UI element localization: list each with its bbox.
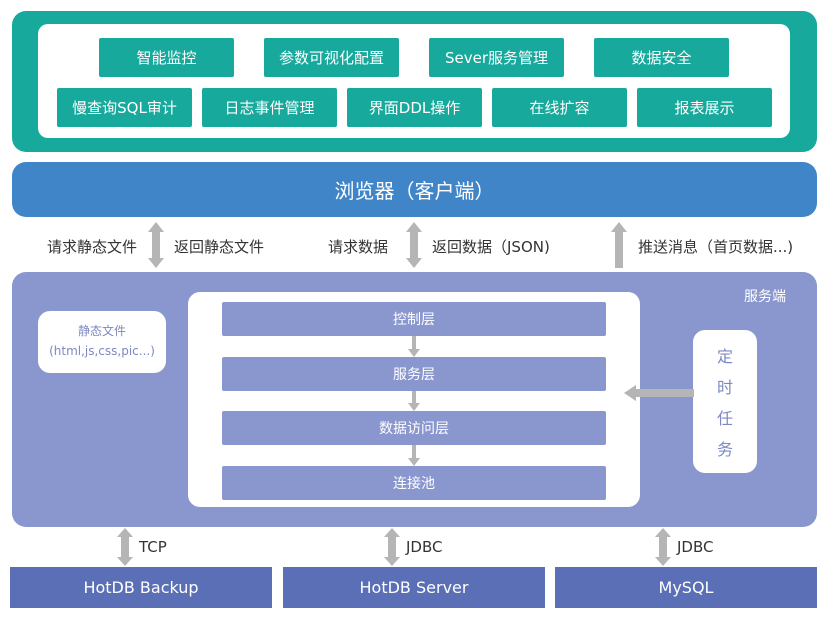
- feature-online-scaling: 在线扩容: [492, 88, 627, 127]
- static-files-detail: (html,js,css,pic...): [49, 344, 155, 358]
- feature-data-security: 数据安全: [594, 38, 729, 77]
- scheduled-task-char: 定: [716, 347, 733, 367]
- feature-server-management: Sever服务管理: [429, 38, 564, 77]
- server-title: 服务端: [744, 289, 786, 305]
- feature-parameter-config: 参数可视化配置: [264, 38, 399, 77]
- flow-label-return-data: 返回数据（JSON): [432, 238, 550, 256]
- db-mysql: MySQL: [555, 567, 817, 608]
- scheduled-task-box: 定 时 任 务: [693, 330, 757, 473]
- feature-log-event-management: 日志事件管理: [202, 88, 337, 127]
- flow-label-request-static: 请求静态文件: [47, 238, 138, 256]
- layer-connection-pool: 连接池: [222, 466, 606, 500]
- browser-client-bar: 浏览器（客户端）: [12, 162, 817, 217]
- flow-label-push-message: 推送消息（首页数据...): [638, 238, 794, 256]
- protocol-label-tcp: TCP: [139, 538, 167, 556]
- layer-data-access: 数据访问层: [222, 411, 606, 445]
- protocol-label-jdbc: JDBC: [406, 538, 443, 556]
- feature-slow-query-audit: 慢查询SQL审计: [57, 88, 192, 127]
- feature-smart-monitoring: 智能监控: [99, 38, 234, 77]
- double-arrow-icon: [148, 222, 164, 268]
- feature-report-display: 报表展示: [637, 88, 772, 127]
- static-files-box: 静态文件 (html,js,css,pic...): [38, 311, 166, 373]
- feature-ddl-operation: 界面DDL操作: [347, 88, 482, 127]
- up-arrow-icon: [611, 222, 627, 268]
- down-arrow-icon: [408, 391, 420, 411]
- down-arrow-icon: [408, 336, 420, 357]
- left-arrow-icon: [624, 385, 694, 401]
- double-arrow-icon: [384, 528, 400, 566]
- db-hotdb-server: HotDB Server: [283, 567, 545, 608]
- layer-service: 服务层: [222, 357, 606, 391]
- double-arrow-icon: [117, 528, 133, 566]
- double-arrow-icon: [655, 528, 671, 566]
- scheduled-task-char: 务: [716, 439, 733, 459]
- scheduled-task-char: 任: [716, 408, 733, 428]
- double-arrow-icon: [406, 222, 422, 268]
- scheduled-task-char: 时: [716, 378, 733, 398]
- layer-control: 控制层: [222, 302, 606, 336]
- down-arrow-icon: [408, 445, 420, 466]
- db-hotdb-backup: HotDB Backup: [10, 567, 272, 608]
- flow-label-return-static: 返回静态文件: [174, 238, 265, 256]
- static-files-title: 静态文件: [77, 324, 126, 338]
- flow-label-request-data: 请求数据: [328, 238, 389, 256]
- protocol-label-jdbc: JDBC: [677, 538, 714, 556]
